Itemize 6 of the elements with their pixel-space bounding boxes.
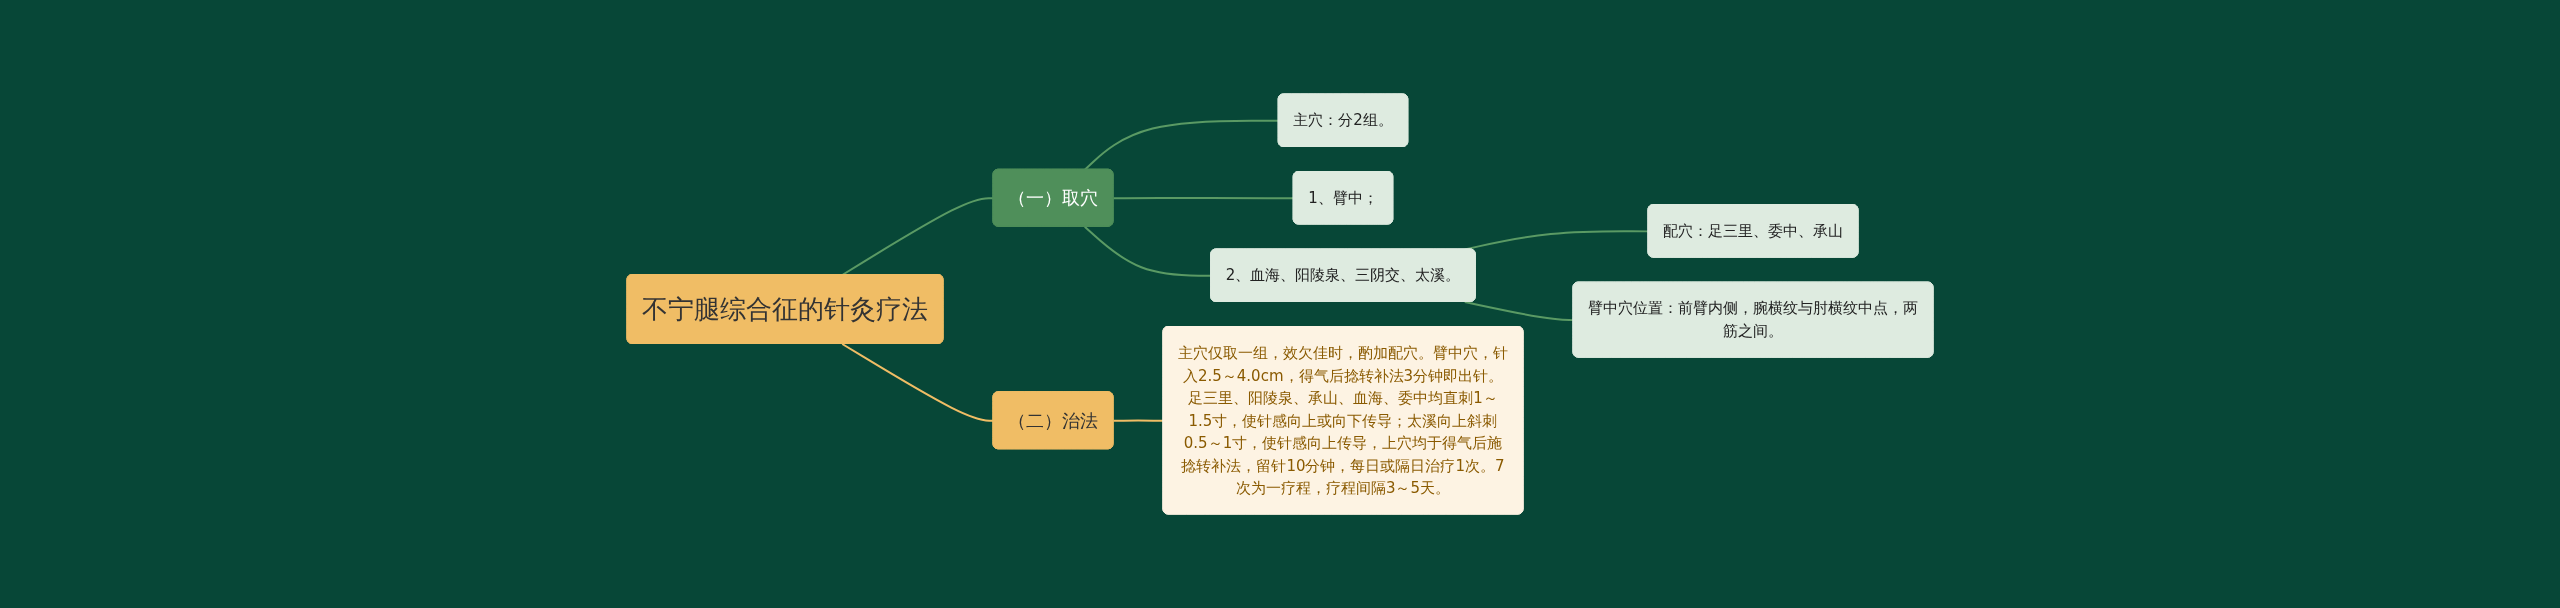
connector xyxy=(1463,301,1575,322)
connector xyxy=(841,343,995,422)
connector xyxy=(841,197,995,276)
connector xyxy=(1112,196,1295,200)
connector xyxy=(1083,119,1280,171)
connector xyxy=(1112,419,1165,422)
